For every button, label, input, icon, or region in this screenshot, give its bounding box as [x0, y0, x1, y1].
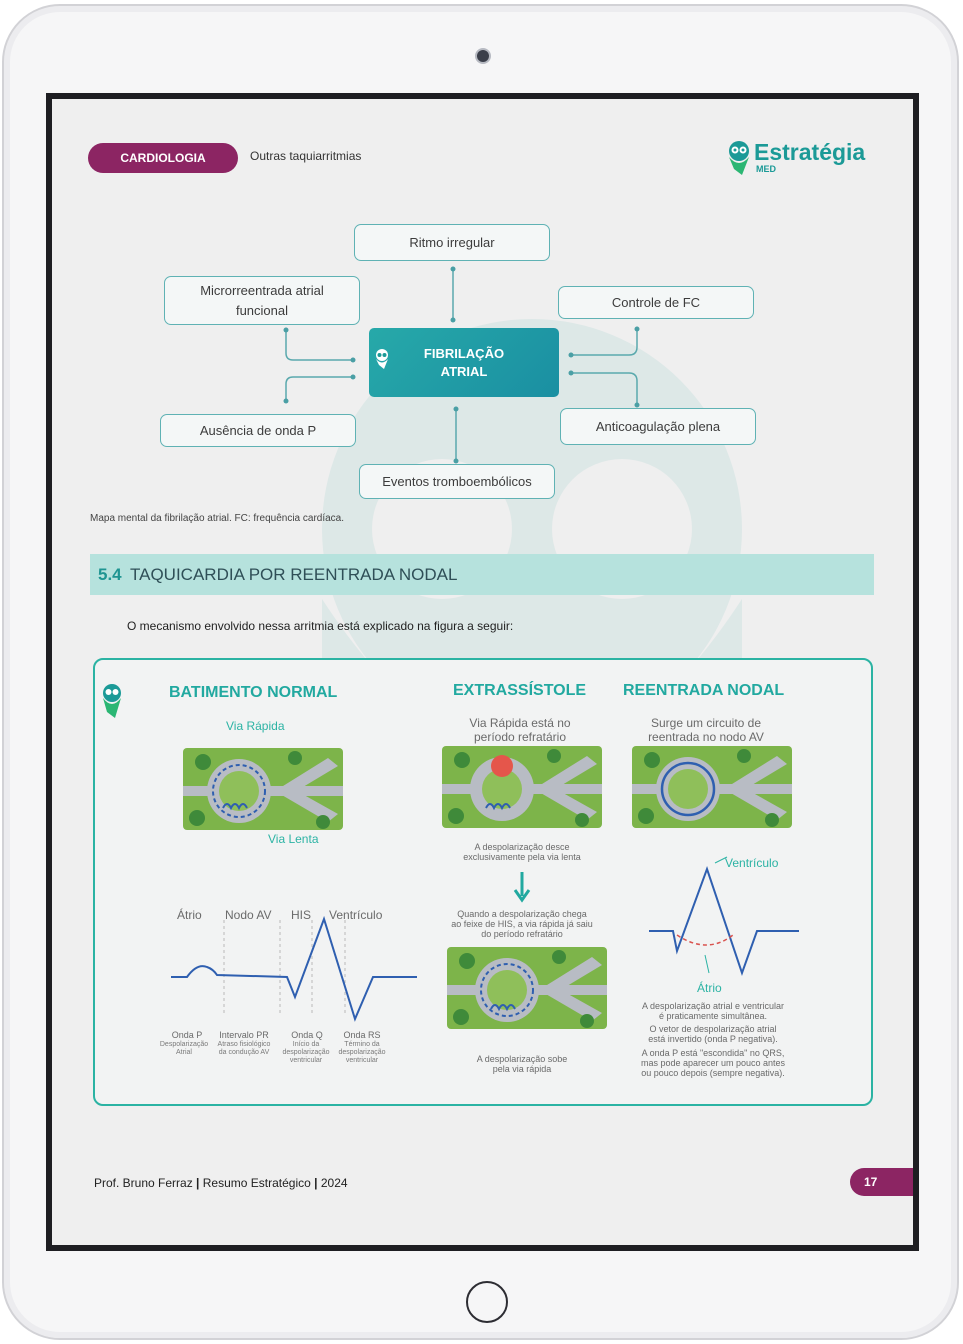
- section-title: TAQUICARDIA POR REENTRADA NODAL: [130, 565, 458, 584]
- slow-pathway-label: Via Lenta: [268, 832, 319, 846]
- chapter-subtitle: Outras taquiarritmias: [250, 149, 362, 163]
- document-page: CARDIOLOGIA Outras taquiarritmias Estrat…: [52, 99, 913, 1245]
- page-number: 17: [850, 1168, 913, 1196]
- av-node-roundabout-illustration: [183, 748, 343, 830]
- footer-separator: |: [314, 1176, 318, 1190]
- brand-sub: MED: [756, 164, 776, 174]
- ecg-label-ventricle: Ventrículo: [329, 908, 383, 922]
- section-heading: 5.4 TAQUICARDIA POR REENTRADA NODAL: [90, 554, 874, 595]
- mindmap-node-left-top: Microrreentrada atrial funcional: [164, 276, 360, 325]
- mindmap-node-left-bottom: Ausência de onda P: [160, 414, 356, 447]
- page-footer: Prof. Bruno Ferraz | Resumo Estratégico …: [94, 1176, 348, 1190]
- owl-logo-icon: [729, 141, 749, 175]
- brand-logo: Estratégia MED: [728, 137, 878, 181]
- mindmap-connectors: [283, 266, 640, 464]
- section-number: 5.4: [98, 565, 122, 584]
- retrograde-roundabout-illustration: [447, 947, 607, 1029]
- reentry-ecg-trace: [649, 856, 799, 977]
- brand-name: Estratégia: [754, 139, 866, 165]
- owl-mini-icon: [376, 349, 388, 369]
- mindmap-node-bottom: Eventos tromboembólicos: [359, 464, 555, 499]
- mindmap-node-right-bottom: Anticoagulação plena: [560, 408, 756, 445]
- node-label: Anticoagulação plena: [595, 418, 721, 434]
- wave-q-name: Onda Q: [291, 1030, 323, 1040]
- node-label: Ritmo irregular: [409, 234, 495, 250]
- node-label: funcional: [235, 302, 289, 318]
- owl-logo-icon: [103, 684, 121, 718]
- ventricle-label: Ventrículo: [725, 856, 779, 870]
- fast-pathway-label: Via Rápida: [226, 719, 285, 733]
- footer-separator: |: [196, 1176, 200, 1190]
- arrow-down-icon: [513, 872, 531, 903]
- front-camera: [477, 50, 489, 62]
- node-label: Microrreentrada atrial: [200, 282, 324, 298]
- node-label: Ausência de onda P: [199, 422, 317, 438]
- mindmap-node-right-top: Controle de FC: [558, 286, 754, 319]
- extrasystole-roundabout-illustration: [442, 746, 602, 828]
- mindmap-node-top: Ritmo irregular: [354, 224, 550, 261]
- wave-rs-name: Onda RS: [343, 1030, 381, 1040]
- col1-title: BATIMENTO NORMAL: [169, 684, 338, 701]
- normal-ecg-trace: [171, 915, 417, 1022]
- col2-title: EXTRASSÍSTOLE: [453, 682, 587, 699]
- category-badge: CARDIOLOGIA: [88, 143, 238, 173]
- home-button[interactable]: [466, 1281, 508, 1323]
- ecg-label-av-node: Nodo AV: [225, 908, 272, 922]
- col3-title: REENTRADA NODAL: [623, 682, 785, 699]
- wave-pr-name: Intervalo PR: [219, 1030, 269, 1040]
- footer-doc: Resumo Estratégico: [202, 1176, 311, 1190]
- node-label: Eventos tromboembólicos: [382, 473, 532, 489]
- footer-author: Prof. Bruno Ferraz: [94, 1176, 193, 1190]
- center-label-2: ATRIAL: [440, 363, 488, 379]
- mindmap-center: FIBRILAÇÃO ATRIAL: [369, 328, 559, 397]
- node-label: Controle de FC: [611, 294, 701, 310]
- wave-p-name: Onda P: [171, 1030, 203, 1040]
- col3-note-3: A onda P está "escondida" no QRS,mas pod…: [640, 1048, 786, 1078]
- mechanism-figure: BATIMENTO NORMAL EXTRASSÍSTOLE REENTRADA…: [93, 658, 873, 1106]
- ecg-label-atrium: Átrio: [177, 908, 202, 922]
- intro-paragraph: O mecanismo envolvido nessa arritmia est…: [127, 619, 514, 633]
- center-label-1: FIBRILAÇÃO: [423, 345, 505, 361]
- ecg-label-his: HIS: [291, 908, 312, 922]
- footer-year: 2024: [320, 1176, 348, 1190]
- figure-caption: Mapa mental da fibrilação atrial. FC: fr…: [90, 513, 345, 524]
- reentry-roundabout-illustration: [632, 746, 792, 828]
- atrium-label: Átrio: [697, 981, 722, 995]
